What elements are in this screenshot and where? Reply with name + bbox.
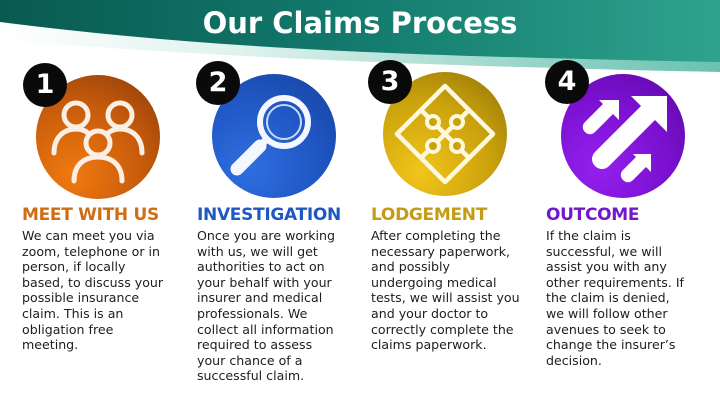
step-2-description: Once you are working with us, we will ge…	[197, 228, 336, 384]
step-3-title: LODGEMENT	[371, 205, 488, 225]
people-group-icon	[51, 100, 145, 184]
step-2-title: INVESTIGATION	[197, 205, 341, 225]
step-4-number-badge: 4	[545, 60, 589, 104]
step-4-description: If the claim is successful, we will assi…	[546, 228, 684, 368]
page-title: Our Claims Process	[202, 6, 518, 40]
puzzle-pieces-icon	[394, 83, 496, 185]
step-3-description: After completing the necessary paperwork…	[371, 228, 520, 353]
step-3-number-badge: 3	[368, 60, 412, 104]
step-2-number-badge: 2	[196, 61, 240, 105]
header-banner	[0, 0, 720, 72]
step-4-title: OUTCOME	[546, 205, 640, 225]
arrows-up-right-icon	[582, 96, 667, 183]
magnifying-glass-icon	[230, 95, 311, 176]
step-3-circle	[383, 72, 507, 196]
step-1-number-badge: 1	[23, 63, 67, 107]
step-1-title: MEET WITH US	[22, 205, 159, 225]
step-1-description: We can meet you via zoom, telephone or i…	[22, 228, 164, 353]
